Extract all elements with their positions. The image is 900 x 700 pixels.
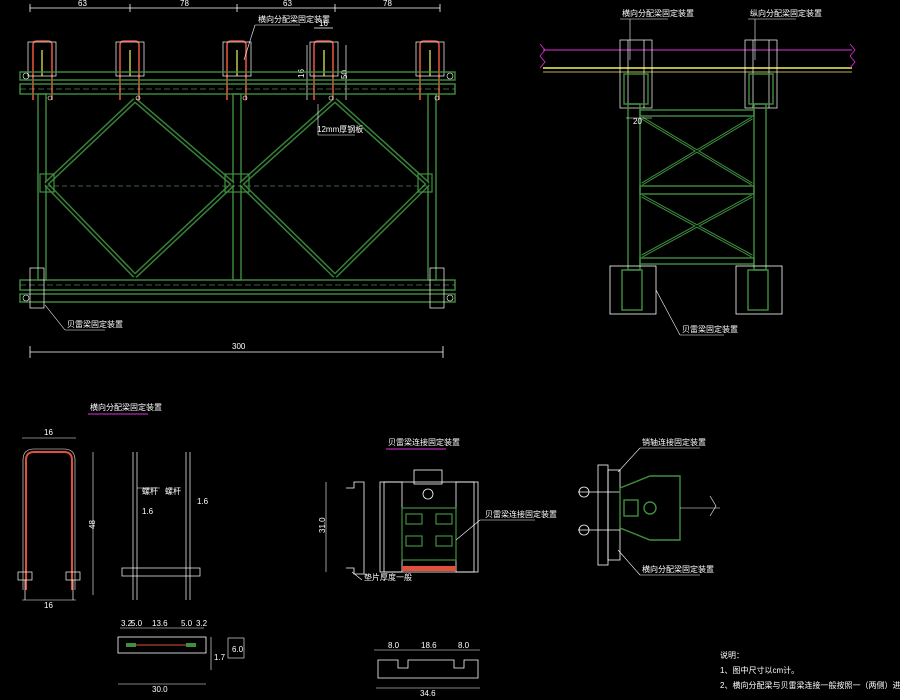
dim-top-4: 78 xyxy=(383,0,392,8)
notes-item-1: 1、图中尺寸以cm计。 xyxy=(720,665,799,675)
plate-dim-3: 13.6 xyxy=(152,619,168,628)
bailey-label-center: 贝雷梁连接固定装置 xyxy=(485,509,557,519)
end-label-bottom: 横向分配梁固定装置 xyxy=(642,564,714,574)
dim-top-1: 63 xyxy=(78,0,87,8)
callout-bailey-fix: 贝雷梁固定装置 xyxy=(67,319,123,329)
dim-overall-length: 300 xyxy=(232,342,246,351)
plate-dim-5: 3.2 xyxy=(196,619,208,628)
dim-clamp-height-a: 16 xyxy=(297,69,306,78)
notes-heading: 说明： xyxy=(720,650,744,660)
plate-h2: 6.0 xyxy=(232,645,244,654)
callout-top-clamp: 横向分配梁固定装置 xyxy=(258,14,330,24)
clamp-detail-title: 横向分配梁固定装置 xyxy=(90,402,162,412)
clamp-detail: 横向分配梁固定装置 16 48 16 螺杆 螺杆 1.6 1.6 xyxy=(17,402,245,694)
plate-h1: 1.7 xyxy=(214,653,226,662)
clamp-label-left: 螺杆 xyxy=(142,486,158,496)
base-dim-1: 8.0 xyxy=(388,641,400,650)
clamp-label-right: 螺杆 xyxy=(165,486,181,496)
clamp-width-top: 16 xyxy=(44,428,53,437)
bailey-height: 31.0 xyxy=(318,517,327,533)
dim-side-20: 20 xyxy=(633,117,642,126)
base-width: 34.6 xyxy=(420,689,436,698)
plate-width: 30.0 xyxy=(152,685,168,694)
front-elevation: 63 78 63 78 16 16 xyxy=(19,0,456,358)
dim-top-3: 63 xyxy=(283,0,292,8)
clamp-height: 48 xyxy=(88,520,97,529)
callout-bolt-plate: 12mm厚钢板 xyxy=(317,124,363,134)
plate-detail: 3.2 5.0 13.6 5.0 3.2 1.7 6.0 30.0 xyxy=(117,619,245,694)
clamp-width-bottom: 16 xyxy=(44,601,53,610)
dim-clamp-width: 16 xyxy=(319,19,328,28)
dim-clamp-height-b: 50 xyxy=(340,70,349,79)
bailey-detail-title: 贝雷梁连接固定装置 xyxy=(388,437,460,447)
notes-item-2: 2、横向分配梁与贝雷梁连接一般按照一（两侧）进行连接固定。 xyxy=(720,680,900,690)
base-dim-2: 18.6 xyxy=(421,641,437,650)
callout-side-bottom: 贝雷梁固定装置 xyxy=(682,324,738,334)
clamp-dim-a: 1.6 xyxy=(142,507,154,516)
top-clamps xyxy=(32,40,440,100)
bailey-detail: 贝雷梁连接固定装置 31.0 贝雷梁连接固定装置 垫片厚度一般 xyxy=(318,437,557,698)
plate-dim-2: 5.0 xyxy=(131,619,143,628)
end-label-top: 销轴连接固定装置 xyxy=(642,437,706,447)
callout-side-right: 纵向分配梁固定装置 xyxy=(750,8,822,18)
plate-dim-1: 3.2 xyxy=(121,619,133,628)
clamp-dim-b: 1.6 xyxy=(197,497,209,506)
base-detail: 8.0 18.6 8.0 34.6 xyxy=(374,641,480,698)
base-dim-3: 8.0 xyxy=(458,641,470,650)
bailey-label-bottom: 垫片厚度一般 xyxy=(364,572,412,582)
dim-top-2: 78 xyxy=(180,0,189,8)
side-elevation: 20 横向分配梁固定装置 纵向分配梁固定装置 贝雷梁固定装置 xyxy=(539,8,856,336)
plate-dim-4: 5.0 xyxy=(181,619,193,628)
callout-side-left: 横向分配梁固定装置 xyxy=(622,8,694,18)
end-detail: 销轴连接固定装置 横向分配梁固定装置 xyxy=(578,437,720,576)
notes-block: 说明： 1、图中尺寸以cm计。 2、横向分配梁与贝雷梁连接一般按照一（两侧）进行… xyxy=(720,650,900,690)
